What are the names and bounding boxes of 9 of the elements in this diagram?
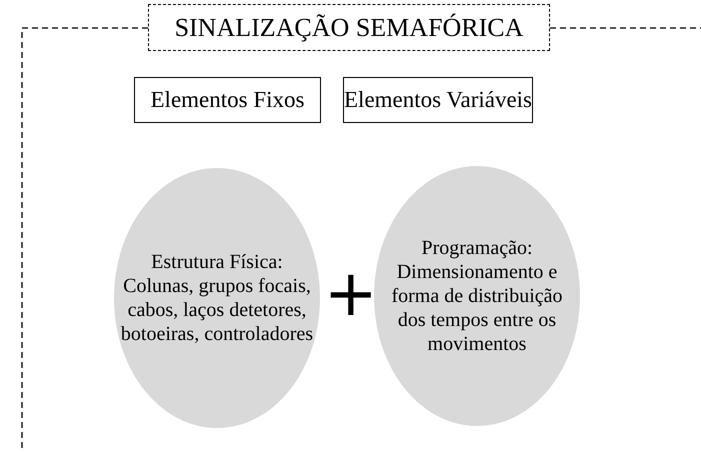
node-text: SINALIZAÇÃO SEMAFÓRICA	[174, 12, 524, 44]
node-text: Estrutura Física: Colunas, grupos focais, cabos, laços detetores, botoeiras, controladores	[120, 250, 314, 346]
plus-sign: +	[324, 262, 378, 326]
category-box	[343, 77, 533, 123]
title-box	[148, 4, 550, 51]
node-text: Elementos Variáveis	[344, 86, 532, 114]
node-text: Programação: Dimensionamento e forma de distribuição dos tempos entre os movimentos	[390, 236, 564, 356]
node-text: Elementos Fixos	[150, 86, 304, 114]
category-box	[134, 77, 321, 123]
